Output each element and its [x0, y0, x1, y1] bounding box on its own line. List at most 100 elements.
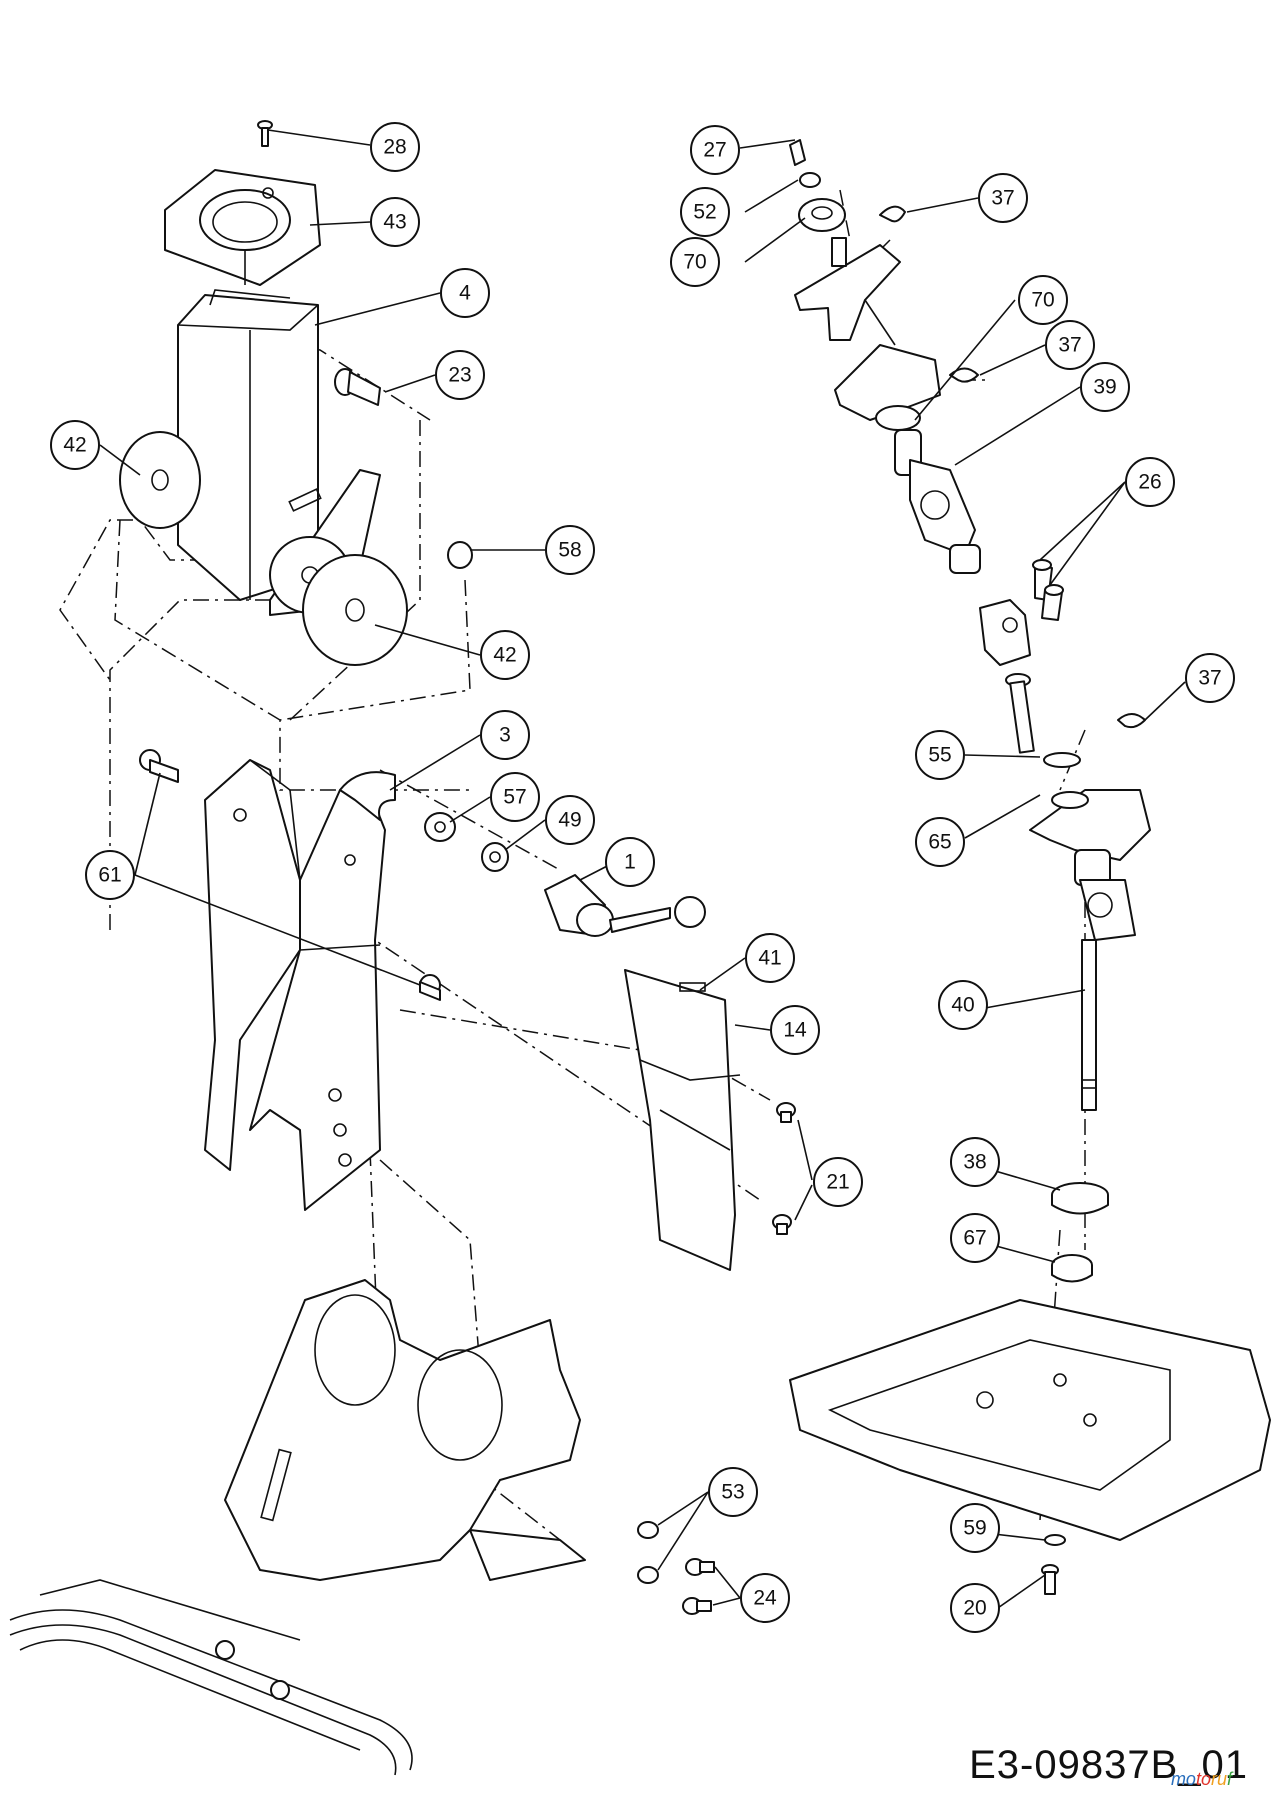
svg-text:20: 20	[963, 1597, 986, 1620]
callout-24: 24	[740, 1573, 790, 1623]
washer-42-right	[302, 554, 408, 666]
washer-53-upper	[637, 1521, 659, 1539]
svg-text:26: 26	[1138, 471, 1161, 494]
svg-text:58: 58	[558, 539, 581, 562]
callout-55: 55	[915, 730, 965, 780]
callout-58: 58	[545, 525, 595, 575]
callout-21: 21	[813, 1157, 863, 1207]
bracket-65	[1029, 789, 1151, 861]
svg-text:28: 28	[383, 136, 406, 159]
callout-61: 61	[85, 850, 135, 900]
callout-3: 3	[480, 710, 530, 760]
svg-text:39: 39	[1093, 376, 1116, 399]
callout-67: 67	[950, 1213, 1000, 1263]
steering-adapter-43	[164, 169, 321, 286]
coupler	[979, 599, 1031, 666]
bolt-20	[1041, 1564, 1059, 1595]
svg-text:65: 65	[928, 831, 951, 854]
svg-text:52: 52	[693, 201, 716, 224]
svg-text:67: 67	[963, 1227, 986, 1250]
u-joint-lower	[1074, 849, 1136, 941]
clip-37-upper	[879, 205, 906, 223]
callout-14: 14	[770, 1005, 820, 1055]
svg-text:42: 42	[63, 434, 86, 457]
bolt-24-lower	[682, 1597, 712, 1615]
shaft-40	[1081, 939, 1097, 1111]
callout-38: 38	[950, 1137, 1000, 1187]
svg-text:37: 37	[991, 187, 1014, 210]
svg-text:27: 27	[703, 139, 726, 162]
lower-bracket	[834, 344, 941, 431]
clip-27	[789, 139, 806, 166]
bolt-24-upper	[685, 1558, 715, 1576]
callout-65: 65	[915, 817, 965, 867]
callout-27: 27	[690, 125, 740, 175]
svg-text:37: 37	[1058, 334, 1081, 357]
callout-37b: 37	[1045, 320, 1095, 370]
callout-37a: 37	[978, 173, 1028, 223]
washer-57	[424, 812, 456, 842]
clip-37-middle	[949, 367, 979, 383]
bolt-61-upper	[139, 749, 179, 783]
bolt-61-lower	[419, 974, 441, 1001]
watermark-logo: motoruf	[1170, 1769, 1232, 1789]
svg-text:42: 42	[493, 644, 516, 667]
callout-59: 59	[950, 1503, 1000, 1553]
svg-text:43: 43	[383, 211, 406, 234]
nut-67	[1051, 1254, 1093, 1283]
svg-text:4: 4	[459, 282, 471, 305]
bushing-70-upper	[798, 198, 846, 232]
svg-text:70: 70	[1031, 289, 1054, 312]
callout-40: 40	[938, 980, 988, 1030]
callout-26: 26	[1125, 457, 1175, 507]
svg-text:61: 61	[98, 864, 121, 887]
upper-bracket	[794, 237, 901, 346]
svg-text:57: 57	[503, 786, 526, 809]
bolt-26-b	[1041, 584, 1064, 621]
shaft-55	[1005, 673, 1081, 768]
lower-frame	[224, 1279, 586, 1581]
svg-text:41: 41	[758, 947, 781, 970]
washer-52	[799, 172, 821, 188]
gear-38	[1051, 1182, 1109, 1215]
callout-23: 23	[435, 350, 485, 400]
callout-49: 49	[545, 795, 595, 845]
svg-text:38: 38	[963, 1151, 986, 1174]
washer-49	[481, 842, 509, 872]
washer-53-lower	[637, 1566, 659, 1584]
main-mount-bracket	[204, 758, 396, 1211]
svg-text:14: 14	[783, 1019, 807, 1042]
lever-knob-1	[544, 874, 706, 937]
svg-text:53: 53	[721, 1481, 744, 1504]
callout-42b: 42	[480, 630, 530, 680]
screw-28	[257, 120, 273, 147]
screw-21-lower	[772, 1214, 792, 1235]
svg-text:40: 40	[951, 994, 974, 1017]
diagram-code: E3-09837B_01	[969, 1743, 1248, 1787]
callout-70b: 70	[1018, 275, 1068, 325]
svg-text:55: 55	[928, 744, 951, 767]
svg-text:70: 70	[683, 251, 706, 274]
mower-deck-plate	[789, 1299, 1271, 1541]
callout-20: 20	[950, 1583, 1000, 1633]
callout-41: 41	[745, 933, 795, 983]
tube-frame	[9, 1579, 413, 1776]
callout-28: 28	[370, 122, 420, 172]
callout-4: 4	[440, 268, 490, 318]
o-ring-58	[447, 541, 473, 569]
svg-text:49: 49	[558, 809, 581, 832]
screw-21-upper	[776, 1102, 796, 1123]
svg-text:24: 24	[753, 1587, 777, 1610]
washer-42-left	[119, 431, 201, 529]
steering-column-tube	[177, 289, 319, 601]
svg-text:23: 23	[448, 364, 471, 387]
callout-53: 53	[708, 1467, 758, 1517]
callout-37c: 37	[1185, 653, 1235, 703]
cover-plate-14	[624, 969, 741, 1271]
clip-37-lower	[1117, 713, 1146, 729]
callout-1: 1	[605, 837, 655, 887]
svg-text:59: 59	[963, 1517, 986, 1540]
u-joint-39	[894, 429, 981, 574]
callouts: 28 43 4 23 42 58 42 3 57 49 1 61 41 14 2…	[50, 122, 1235, 1633]
